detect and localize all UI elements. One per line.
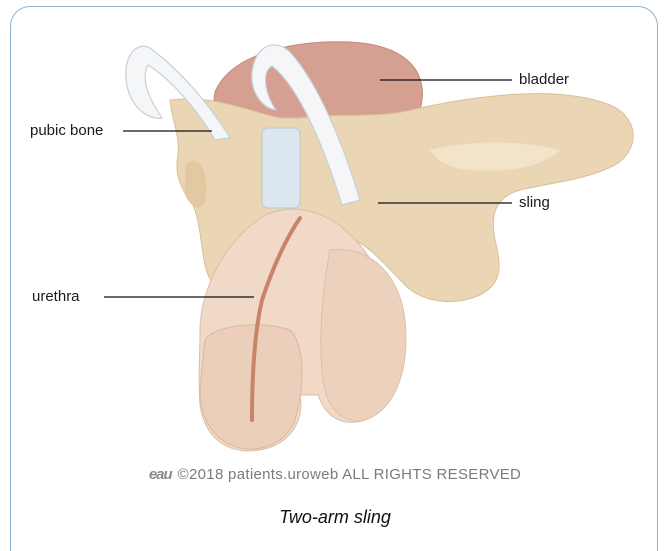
pubic-bone-label: pubic bone <box>30 122 103 139</box>
bladder-label: bladder <box>519 71 569 88</box>
urethra-label: urethra <box>32 288 80 305</box>
figure-caption: Two-arm sling <box>0 507 670 528</box>
copyright-text: ©2018 patients.uroweb ALL RIGHTS RESERVE… <box>178 466 522 483</box>
sling-mesh <box>262 128 300 208</box>
sling-label: sling <box>519 194 550 211</box>
eau-logo: eau <box>149 466 172 483</box>
copyright-credit: eau ©2018 patients.uroweb ALL RIGHTS RESE… <box>0 466 670 483</box>
